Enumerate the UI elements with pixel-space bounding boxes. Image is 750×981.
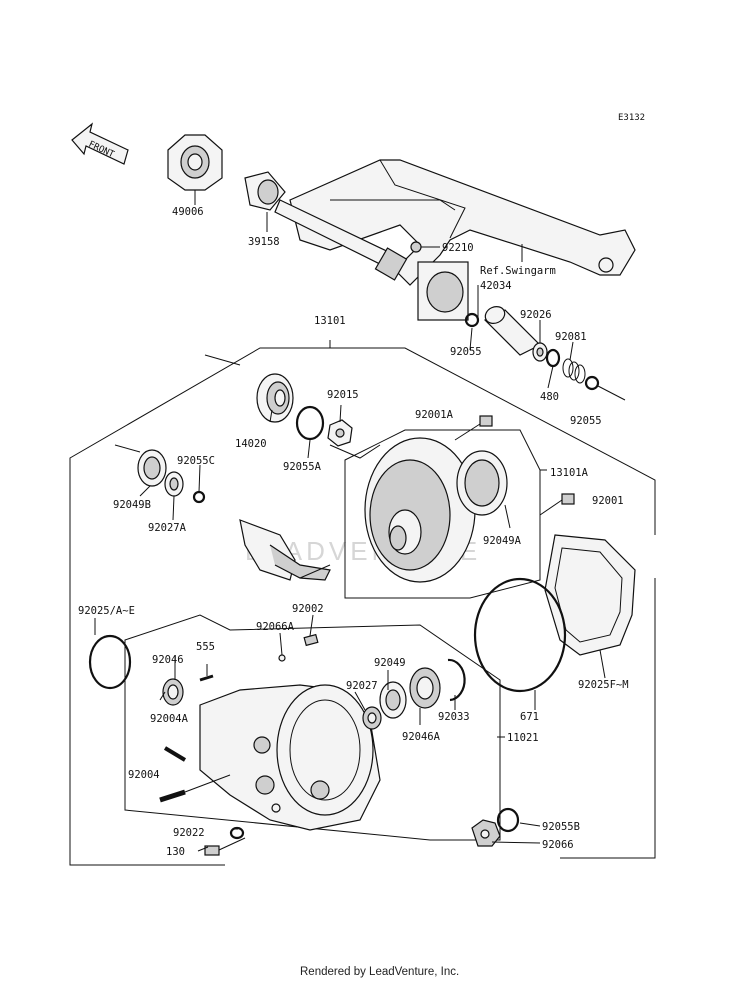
label-92055B: 92055B (542, 821, 580, 833)
label-92025F-M: 92025F~M (578, 679, 629, 691)
label-92046: 92046 (152, 654, 184, 666)
part-ring-gear-13101A (364, 437, 476, 583)
label-92027: 92027 (346, 680, 378, 692)
part-stud-92002 (303, 633, 319, 647)
part-circlip-480 (545, 348, 561, 368)
part-oring-92055B (496, 807, 520, 833)
part-oring-92055-right (584, 375, 600, 391)
group-outline-11021 (124, 614, 501, 841)
part-collar-92027 (362, 706, 382, 730)
label-92066A: 92066A (256, 621, 295, 633)
part-seal-92049A (456, 450, 511, 529)
label-92055C: 92055C (177, 455, 215, 467)
label-92049: 92049 (374, 657, 406, 669)
part-bolt-92210 (410, 241, 440, 253)
part-seal-92049 (379, 681, 407, 719)
part-drive-shaft-39158 (244, 171, 408, 281)
part-oring-92055A (295, 405, 325, 441)
label-49006: 49006 (172, 206, 204, 218)
label-92001: 92001 (592, 495, 624, 507)
leader-lines (139, 320, 606, 852)
part-coupling-49006 (167, 134, 223, 205)
part-stud-92004A (163, 746, 187, 762)
label-92004A: 92004A (150, 713, 189, 725)
label-92022: 92022 (173, 827, 205, 839)
label-92002: 92002 (292, 603, 324, 615)
part-oring-671 (473, 577, 567, 693)
label-11021: 11021 (507, 732, 539, 744)
label-92033: 92033 (438, 711, 470, 723)
part-circlip-92033 (447, 658, 466, 702)
part-housing-11021 (199, 684, 381, 831)
label-92015: 92015 (327, 389, 359, 401)
part-spacer-92027A (164, 471, 184, 497)
part-washer-92026 (532, 342, 548, 362)
label-130: 130 (166, 846, 185, 858)
label-92049A: 92049A (483, 535, 522, 547)
part-pin-555 (199, 664, 214, 682)
part-shim-92025-A-E (88, 618, 132, 690)
part-nut-92015 (327, 419, 381, 459)
group-outline-13101A (344, 429, 541, 599)
label-92049B: 92049B (113, 499, 151, 511)
part-seal-92049B (114, 444, 167, 487)
label-92025-A-E: 92025/A~E (78, 605, 135, 617)
label-ref-swingarm: Ref.Swingarm (480, 265, 556, 277)
label-92055-top: 92055 (450, 346, 482, 358)
diagram-code: E3132 (618, 113, 645, 123)
label-14020: 14020 (235, 438, 267, 450)
part-oring-92055C (192, 490, 206, 504)
part-oring-92055-top (464, 312, 480, 328)
part-gasket-92025F-M (544, 534, 636, 656)
label-92004: 92004 (128, 769, 160, 781)
part-ring-92066A (278, 654, 286, 662)
front-arrow-icon: FRONT (71, 122, 129, 165)
part-bolt-130 (204, 837, 246, 856)
group-outline-13101 (69, 340, 656, 866)
part-washer-92022 (229, 826, 245, 840)
part-spring-92081 (562, 358, 586, 384)
label-92026: 92026 (520, 309, 552, 321)
label-555: 555 (196, 641, 215, 653)
part-pinion-gear (239, 519, 331, 581)
label-13101: 13101 (314, 315, 346, 327)
label-39158: 39158 (248, 236, 280, 248)
label-42034: 42034 (480, 280, 512, 292)
label-92055A: 92055A (283, 461, 322, 473)
label-671: 671 (520, 711, 539, 723)
part-swingarm (289, 159, 636, 321)
label-92001A: 92001A (415, 409, 454, 421)
label-92210: 92210 (442, 242, 474, 254)
part-bearing-92046 (162, 678, 184, 706)
label-92046A: 92046A (402, 731, 441, 743)
label-92081: 92081 (555, 331, 587, 343)
label-92055-right: 92055 (570, 415, 602, 427)
label-480: 480 (540, 391, 559, 403)
label-92027A: 92027A (148, 522, 187, 534)
label-92066: 92066 (542, 839, 574, 851)
part-bolt-92001 (539, 493, 575, 516)
footer-credit: Rendered by LeadVenture, Inc. (300, 966, 459, 978)
part-stud-92004 (159, 774, 231, 803)
part-plug-92066 (471, 819, 501, 847)
label-13101A: 13101A (550, 467, 589, 479)
part-bolt-92001A (454, 415, 493, 441)
part-bearing-14020 (256, 373, 294, 423)
part-bearing-92046A (409, 667, 441, 709)
